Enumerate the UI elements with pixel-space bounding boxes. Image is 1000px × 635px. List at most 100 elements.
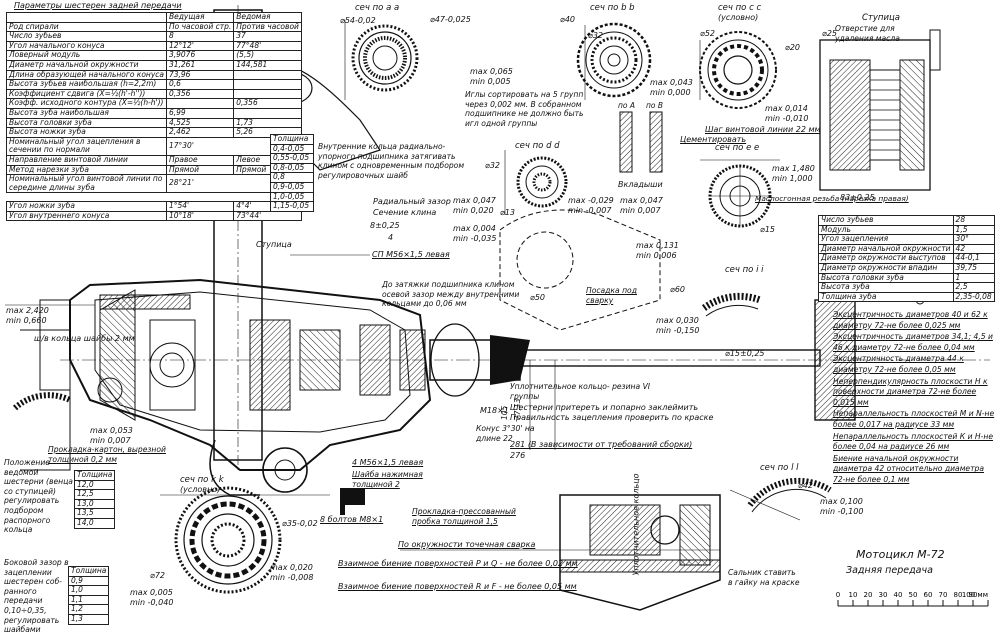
dim-d15: ⌀15 (760, 225, 775, 234)
dim-d35: ⌀35-0,02 (282, 519, 318, 528)
tol-max-11: max 0,030 (656, 316, 699, 325)
table-cell: 1,3 (67, 613, 110, 625)
dim-d52: ⌀52 (700, 29, 715, 38)
final-drive-housing (20, 209, 990, 496)
washer-detail (340, 488, 365, 515)
dim-7713: 77,13 (513, 398, 522, 420)
table-cell: 0,55-0,05 (270, 153, 314, 164)
tol-max-4: max 0,014 (765, 104, 808, 113)
table-row: Коэфф. исходного контура (X=½(h-h'))0,35… (6, 98, 302, 109)
dim-d25: ⌀25 (822, 29, 837, 38)
dim-d60: ⌀60 (670, 285, 685, 294)
table-cell: 31,261 (165, 59, 235, 71)
table-cell (233, 107, 302, 119)
dim-d72: ⌀72 (150, 571, 165, 580)
table-cell: 2,35-0,08 (952, 291, 995, 303)
table-cell: 10°18' (165, 210, 235, 222)
table-cell: Число зубьев (818, 215, 954, 226)
table-cell: 2,5 (952, 282, 995, 293)
dimension-lines (5, 20, 801, 551)
tol-max-14: max 0,100 (820, 497, 863, 506)
tol-min-4: min -0,010 (765, 114, 809, 123)
table-cell: Число зубьев (6, 31, 167, 42)
table-cell: Угол ножки зуба (6, 201, 167, 212)
table-cell: Коэфф. исходного контура (X=½(h-h')) (6, 98, 167, 109)
scale-tick-label: 100 мм (962, 591, 988, 599)
table-row: 1,0 (67, 585, 110, 596)
section-cc-note: (условно) (718, 13, 758, 22)
radial-gap-label: Радиальный зазор (373, 197, 451, 206)
inserts-label: Вкладыши (618, 180, 663, 189)
tol-max-13: max 0,005 (130, 588, 173, 597)
table-cell: 1,15-0,05 (270, 201, 314, 212)
tol-min-5: min 0,020 (453, 206, 494, 215)
section-aa-label: сеч по а а (355, 3, 399, 13)
tol-min-7: min -0,007 (568, 206, 612, 215)
gear-section-ii (701, 292, 762, 317)
section-bb-label: сеч по b b (590, 3, 635, 13)
view-b-label: по В (646, 101, 663, 110)
tol-min-12: min -0,008 (270, 573, 314, 582)
ring-thickness-note: ш/в кольца шайбы 2 мм (34, 334, 135, 343)
gears-lapping-note: Шестерни притереть и попарно заклеймить (510, 403, 699, 412)
tol-max-12: max 0,020 (270, 563, 313, 572)
thread-m56-label: 4 М56×1,5 левая (352, 458, 424, 467)
drawing-title: Мотоцикл М-72 (856, 548, 945, 561)
section-ii-label: сеч по i i (725, 265, 764, 275)
table-row: 0,55-0,05 (270, 153, 314, 164)
table-cell: Высота зуба наибольшая (6, 107, 167, 119)
table-cell: 14,0 (73, 517, 116, 529)
table-row: Высота зубьев наибольшая (h=2,2m)0,6 (6, 79, 302, 90)
gear-section-dd (516, 156, 568, 208)
tol-min-11: min -0,150 (656, 326, 700, 335)
table-cell: Диаметр начальной окружности (6, 59, 167, 71)
table-row: 1,15-0,05 (270, 201, 314, 212)
pressure-washer-note: Шайба нажимная толщиной 2 (352, 470, 423, 489)
table-cell: 2,462 (165, 127, 235, 138)
eccentricity-note: Эксцентричность диаметров 40 и 62 к диам… (833, 310, 988, 330)
table-cell (233, 69, 302, 81)
flange-note: Уплотнительное кольцо (631, 473, 641, 576)
table-cell: Угол внутреннего конуса (6, 210, 167, 222)
tol-min-8: min 0,007 (620, 206, 661, 215)
table-header-cell: Ведомая (233, 12, 302, 23)
table-cell: Высота зубьев наибольшая (h=2,2m) (6, 79, 167, 90)
table-cell: 8 (165, 31, 235, 42)
table-cell: 0,6 (165, 79, 235, 90)
bolts-label: 8 болтов М8×1 (320, 515, 384, 524)
tol-min-9: min 1,000 (772, 174, 813, 183)
scale-tick-label: 90 (969, 591, 978, 599)
dim-d54: ⌀54-0,02 (340, 16, 376, 25)
table-cell: По часовой стр. (165, 21, 235, 33)
drawing-subtitle: Задняя передача (846, 565, 933, 576)
wedge-section-label: Сечение клина (373, 208, 437, 217)
table-header-cell: Ведущая (165, 12, 235, 23)
dim-d15b: ⌀15±0,25 (725, 349, 765, 358)
sealing-ring-note: Уплотнительное кольцо- резина VI группы (510, 382, 650, 401)
table-cell: 0,9-0,05 (270, 181, 314, 193)
hub-section (819, 29, 941, 191)
oil-thread-note: Маслосгонная резьба (нарезка правая) (755, 194, 909, 203)
eccentricity-note: Неперпендикулярность плоскости Н к повер… (833, 376, 988, 407)
cork-gasket-note: Прокладка-прессованный пробка толщиной 1… (412, 507, 516, 526)
table-cell: Номинальный угол винтовой линии по серед… (6, 174, 167, 194)
table-header-cell: Толщина (67, 566, 110, 577)
axial-gap-note: До затяжки подшипника клином осевой зазо… (382, 280, 520, 309)
table-cell: Правое (165, 154, 235, 166)
cardboard-gasket-note: Прокладка-картон, вырезной толщиной 0,2 … (48, 445, 166, 464)
table-cell: 0,356 (165, 88, 235, 100)
dim-d40: ⌀40 (560, 15, 575, 24)
table-cell: 6,99 (165, 107, 235, 119)
